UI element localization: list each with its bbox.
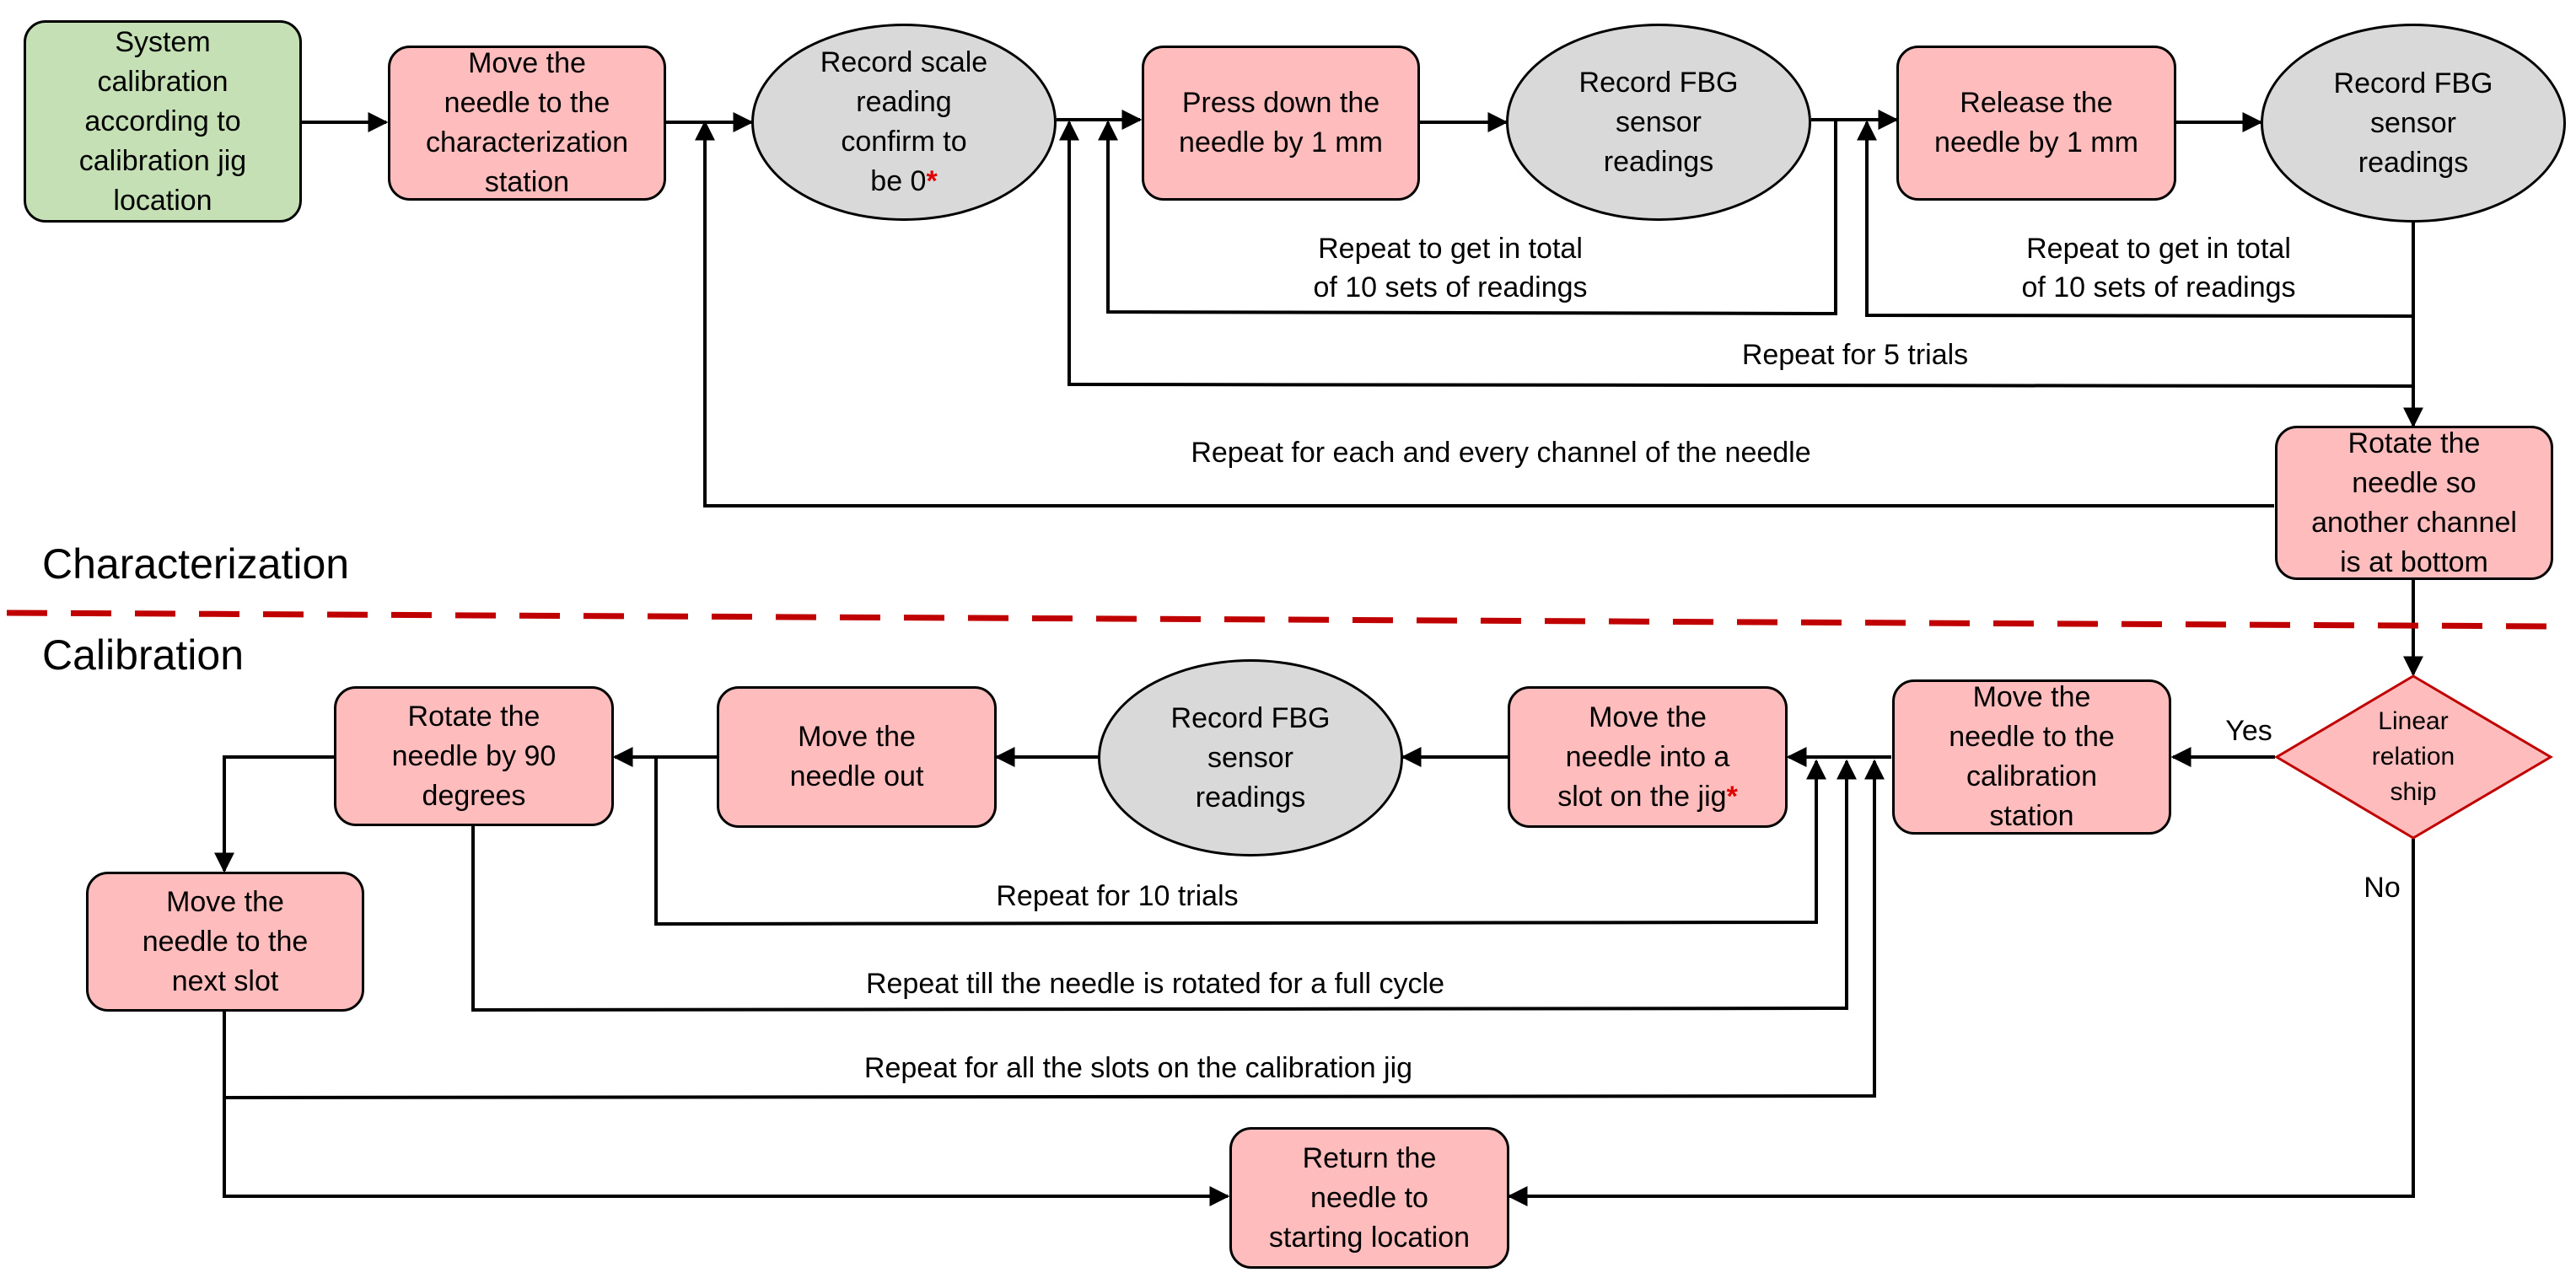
- node-rotate-channel: Rotate the needle so another channel is …: [2275, 426, 2553, 580]
- move-into-slot-text: Move the needle into a slot on the jig: [1557, 701, 1730, 813]
- loop-repeat-10-sets-a: [1098, 120, 1837, 316]
- label-yes: Yes: [2225, 715, 2272, 747]
- node-record-fbg-1: Record FBG sensor readings: [1506, 24, 1811, 221]
- label-repeat-10-trials: Repeat for 10 trials: [996, 880, 1239, 912]
- node-linear-relationship: Linear relation ship: [2371, 707, 2455, 806]
- section-title-calibration: Calibration: [42, 631, 245, 679]
- label-no: No: [2364, 872, 2401, 904]
- arrow-nextslot-to-return: [223, 1010, 1230, 1206]
- label-repeat-10-sets-b: Repeat to get in total of 10 sets of rea…: [2021, 233, 2296, 303]
- node-record-scale: Record scale reading confirm to be 0*: [751, 24, 1057, 221]
- node-move-into-slot: Move the needle into a slot on the jig*: [1508, 686, 1788, 828]
- arrow-no-to-return: [1507, 839, 2415, 1206]
- section-divider: [6, 609, 2556, 630]
- record-scale-text: Record scale reading confirm to be 0: [820, 46, 988, 197]
- loop-repeat-10-trials: [654, 757, 1826, 926]
- label-repeat-full-cycle: Repeat till the needle is rotated for a …: [865, 968, 1445, 1000]
- node-return-start: Return the needle to starting location: [1229, 1127, 1509, 1269]
- label-repeat-10-sets-a: Repeat to get in total of 10 sets of rea…: [1313, 233, 1588, 303]
- arrow-rotate90-to-nextslot: [214, 755, 334, 873]
- node-rotate-90: Rotate the needle by 90 degrees: [334, 686, 614, 826]
- node-system-calibration: System calibration according to calibrat…: [24, 20, 302, 223]
- node-release: Release the needle by 1 mm: [1896, 46, 2176, 201]
- node-record-fbg-3: Record FBG sensor readings: [1098, 659, 1403, 856]
- loop-repeat-full-cycle: [471, 759, 1857, 1012]
- node-record-fbg-2: Record FBG sensor readings: [2261, 24, 2566, 223]
- asterisk-record-scale: *: [926, 165, 938, 197]
- asterisk-move-into-slot: *: [1726, 780, 1738, 813]
- label-repeat-5-trials: Repeat for 5 trials: [1741, 339, 1969, 371]
- node-press-down: Press down the needle by 1 mm: [1142, 46, 1420, 201]
- node-move-to-characterization-station: Move the needle to the characterization …: [388, 46, 666, 201]
- label-repeat-each-channel: Repeat for each and every channel of the…: [1191, 437, 1811, 469]
- loop-repeat-10-sets-b: [1857, 120, 2415, 319]
- loop-repeat-each-channel: [695, 120, 2274, 507]
- node-move-out: Move the needle out: [717, 686, 997, 828]
- loop-repeat-5-trials: [1059, 120, 2415, 389]
- node-move-to-calibration-station: Move the needle to the calibration stati…: [1892, 679, 2171, 835]
- section-title-characterization: Characterization: [42, 540, 350, 588]
- decision-diamond: [2274, 674, 2553, 840]
- node-move-next-slot: Move the needle to the next slot: [86, 872, 364, 1012]
- label-repeat-all-slots: Repeat for all the slots on the calibrat…: [863, 1052, 1413, 1084]
